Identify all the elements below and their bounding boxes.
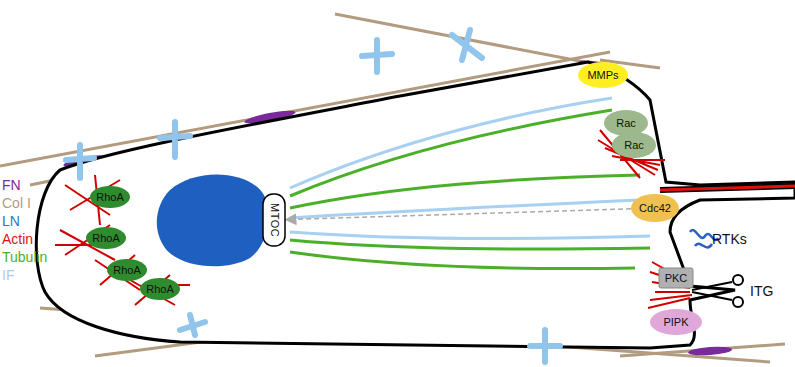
intermediate-filament xyxy=(290,232,650,239)
legend-text: FN xyxy=(2,177,21,193)
legend-entry: Actin xyxy=(2,232,33,246)
tubulin-if xyxy=(290,98,650,269)
legend-entry: IF xyxy=(2,268,14,282)
legend-entry: Col I xyxy=(2,196,31,210)
integrin-head xyxy=(733,297,743,307)
ln-cross xyxy=(452,30,482,60)
integrin-symbol xyxy=(692,275,743,307)
ln-cross xyxy=(362,40,392,72)
legend-entry: LN xyxy=(2,214,20,228)
legend-text: Tubulin xyxy=(2,249,47,265)
ellipse-shape xyxy=(86,227,126,249)
node-shape: Rac xyxy=(612,132,656,158)
ellipse-shape xyxy=(604,110,648,136)
ln-cross xyxy=(66,145,94,178)
ellipse-shape xyxy=(140,278,180,300)
rear-actin xyxy=(55,175,190,305)
legend-text: LN xyxy=(2,213,20,229)
ln-cross xyxy=(160,122,190,157)
fn-blob xyxy=(688,345,732,356)
integrin-head xyxy=(733,275,743,285)
node-shape: RhoA xyxy=(90,186,130,208)
stress-fiber xyxy=(660,186,795,190)
node-shape: Rac xyxy=(604,110,648,136)
actin xyxy=(55,130,692,308)
microtubule xyxy=(290,252,635,269)
integrin-arm xyxy=(692,282,732,300)
callout-label: RTKs xyxy=(712,232,747,246)
node-shape: PKC xyxy=(658,267,694,289)
ln-cross xyxy=(530,330,560,362)
ln-cross xyxy=(180,315,205,335)
node-shape: MTOC xyxy=(262,193,286,247)
legend-text: Col I xyxy=(2,195,31,211)
legend-text: IF xyxy=(2,267,14,283)
front-actin xyxy=(598,130,665,178)
cell-outline xyxy=(36,62,795,348)
signal-arrow xyxy=(286,209,631,220)
node-shape: Cdc42 xyxy=(631,194,679,222)
node-label: RhoA xyxy=(113,265,141,276)
laminin xyxy=(66,30,560,362)
legend-entry: FN xyxy=(2,178,21,192)
legend-text: Actin xyxy=(2,231,33,247)
ellipse-shape xyxy=(107,259,147,281)
node-shape: RhoA xyxy=(140,278,180,300)
front-actin xyxy=(648,262,692,308)
node-label: MMPs xyxy=(587,70,618,81)
node-shape: PIPK xyxy=(650,309,702,335)
ellipse-shape xyxy=(631,194,679,222)
callout-label: ITG xyxy=(750,284,773,298)
node-label: PKC xyxy=(665,273,688,284)
node-label: RhoA xyxy=(92,233,120,244)
microtubule xyxy=(290,240,650,249)
ellipse-shape xyxy=(90,186,130,208)
node-label: Rac xyxy=(616,118,636,129)
ellipse-shape xyxy=(578,62,628,88)
nucleus xyxy=(157,174,269,266)
node-label: PIPK xyxy=(663,317,688,328)
ellipse-shape xyxy=(650,309,702,335)
rect-shape xyxy=(263,194,285,246)
node-shape: RhoA xyxy=(86,227,126,249)
node-label: Cdc42 xyxy=(639,203,671,214)
node-shape: MMPs xyxy=(578,62,628,88)
node-label: Rac xyxy=(624,140,644,151)
intermediate-filament xyxy=(290,200,640,218)
stress-fiber xyxy=(660,186,795,190)
ellipse-shape xyxy=(612,132,656,158)
legend-entry: Tubulin xyxy=(2,250,47,264)
node-label: RhoA xyxy=(96,192,124,203)
node-label: RhoA xyxy=(146,284,174,295)
node-label: MTOC xyxy=(269,203,280,237)
rect-shape xyxy=(659,268,693,288)
microtubule xyxy=(290,110,612,196)
node-shape: RhoA xyxy=(107,259,147,281)
